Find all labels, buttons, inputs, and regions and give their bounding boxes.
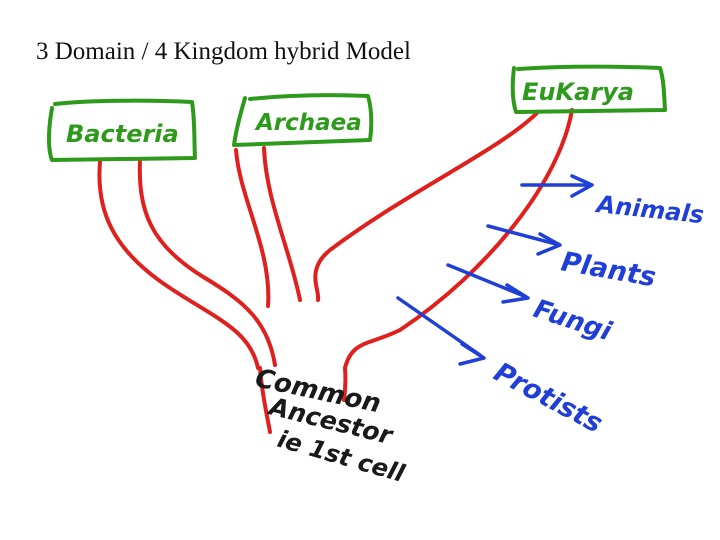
domain-box-eukarya xyxy=(510,64,667,114)
kingdom-label-protists: Protists xyxy=(489,357,608,440)
arrow-fungi xyxy=(446,263,530,304)
kingdom-label-fungi: Fungi xyxy=(530,294,616,348)
branch-trunk-right xyxy=(342,366,348,402)
branch-bacteria-inner xyxy=(137,158,277,367)
kingdom-label-plants: Plants xyxy=(559,246,658,293)
kingdom-arrows xyxy=(396,174,594,366)
domain-boxes xyxy=(47,64,667,162)
arrow-protists xyxy=(396,296,486,366)
branch-bacteria-outer xyxy=(97,160,260,370)
tree-branches xyxy=(97,108,574,434)
arrow-animals xyxy=(520,174,594,198)
domain-label-archaea: Archaea xyxy=(254,110,362,136)
slide-title: 3 Domain / 4 Kingdom hybrid Model xyxy=(36,38,411,65)
domain-label-eukarya: EuKarya xyxy=(522,78,634,106)
branch-trunk-left xyxy=(258,366,272,434)
domain-label-bacteria: Bacteria xyxy=(66,120,179,148)
kingdom-label-animals: Animals xyxy=(593,190,705,229)
branch-archaea-right xyxy=(262,146,302,302)
branch-archaea-left xyxy=(234,148,271,308)
domain-box-archaea xyxy=(232,93,374,147)
domain-box-bacteria xyxy=(47,98,197,162)
branch-eukarya-inner xyxy=(313,110,540,302)
arrow-plants xyxy=(486,224,562,256)
branch-eukarya-outer xyxy=(343,108,574,370)
